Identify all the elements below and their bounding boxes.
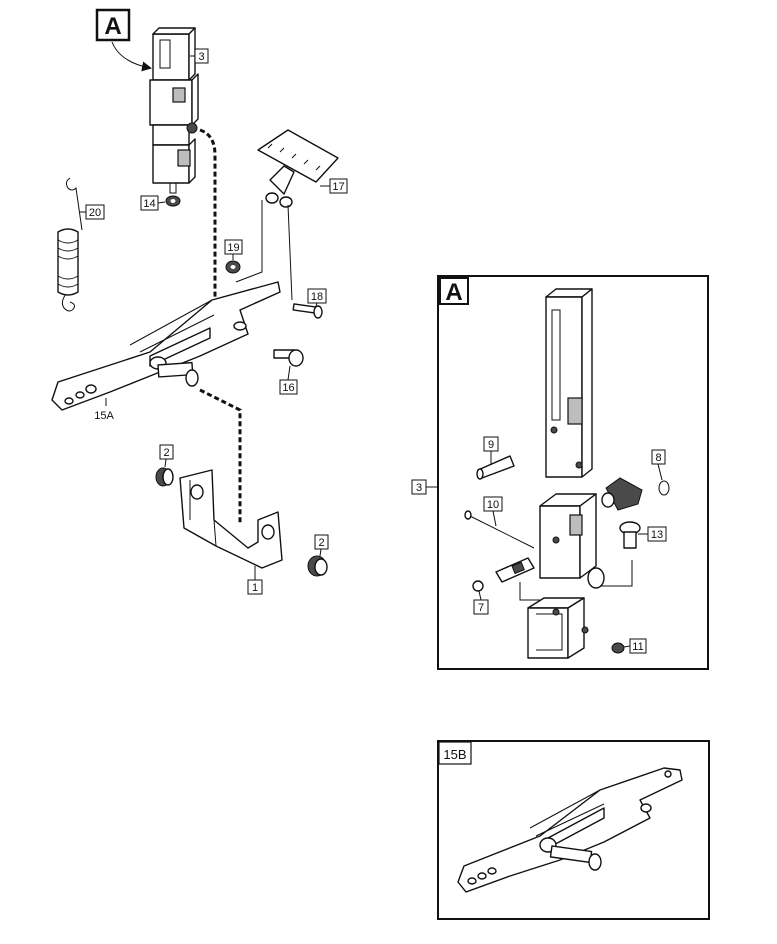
detail-15b-frame: 15B	[437, 740, 710, 920]
svg-text:17: 17	[332, 181, 344, 193]
svg-text:14: 14	[143, 198, 155, 210]
bolt-18	[292, 303, 323, 319]
ring-8	[658, 480, 670, 496]
svg-text:20: 20	[89, 207, 101, 219]
svg-text:8: 8	[655, 452, 661, 464]
label-10: 10	[483, 496, 503, 527]
svg-text:9: 9	[488, 439, 494, 451]
svg-text:18: 18	[311, 291, 323, 303]
svg-text:2: 2	[163, 447, 169, 459]
label-3: 3	[190, 48, 209, 64]
label-20: 20	[79, 204, 105, 220]
label-18: 18	[307, 288, 327, 307]
bolt-16	[273, 349, 304, 367]
label-14: 14	[140, 195, 166, 211]
bracket-1	[179, 469, 283, 569]
detail-a-frame: A	[437, 275, 709, 670]
bolt-10	[464, 510, 535, 549]
pin-9	[476, 455, 515, 480]
detail-a-callout-letter: A	[104, 13, 121, 40]
label-17: 17	[320, 178, 348, 194]
svg-text:10: 10	[487, 499, 499, 511]
svg-text:7: 7	[478, 602, 484, 614]
label-9: 9	[483, 436, 499, 464]
carriage-bolt-13	[619, 521, 641, 549]
tube-assembly	[149, 27, 199, 194]
label-19: 19	[224, 239, 243, 260]
lever-arm-15a	[51, 281, 281, 411]
nut-11	[611, 642, 625, 654]
assembly-line-lower	[199, 388, 242, 525]
label-11: 11	[623, 638, 647, 654]
label-1: 1	[247, 566, 263, 595]
label-16: 16	[279, 365, 298, 395]
label-7: 7	[473, 590, 489, 615]
svg-text:19: 19	[227, 242, 239, 254]
label-15a: 15A	[94, 398, 114, 422]
svg-text:11: 11	[632, 641, 643, 653]
handle-knob	[601, 477, 643, 511]
detail-a-callout: A	[95, 8, 152, 72]
label-8: 8	[651, 449, 666, 481]
label-13: 13	[638, 526, 667, 542]
assembly-line-upper	[199, 128, 217, 300]
svg-text:3: 3	[198, 51, 204, 63]
svg-text:2: 2	[318, 537, 324, 549]
bushing-2-left	[155, 467, 174, 487]
label-3-frame: 3	[411, 479, 438, 495]
svg-text:13: 13	[651, 529, 663, 541]
detail-15b-label: 15B	[443, 747, 466, 762]
lever-arm-15b	[457, 767, 683, 893]
spring-20	[57, 177, 83, 312]
latch-pin-7	[472, 557, 535, 592]
detail-a-frame-letter: A	[445, 279, 462, 306]
label-2-right: 2	[314, 534, 329, 557]
svg-text:15A: 15A	[94, 410, 114, 422]
bushing-2-right	[307, 555, 328, 577]
svg-text:16: 16	[282, 382, 294, 394]
label-2-left: 2	[159, 444, 174, 468]
nut-19	[225, 260, 241, 274]
svg-text:3: 3	[416, 482, 422, 494]
nut-14	[165, 195, 181, 207]
pedal-17	[257, 129, 339, 208]
svg-text:1: 1	[252, 582, 258, 594]
